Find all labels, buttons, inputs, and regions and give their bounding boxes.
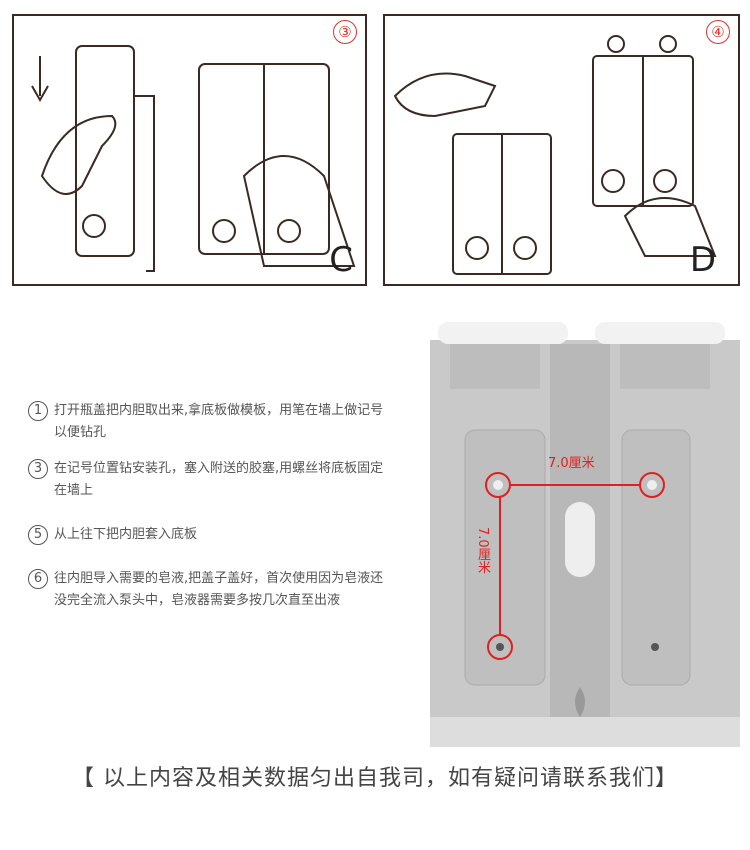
step-circle: 5: [28, 525, 48, 545]
step-number-badge: ③: [333, 20, 357, 44]
step-item: 3 在记号位置钻安装孔，塞入附送的胶塞,用螺丝将底板固定在墙上: [28, 458, 388, 502]
step-circle: 1: [28, 401, 48, 421]
step-text: 往内胆导入需要的皂液,把盖子盖好，首次使用因为皂液还没完全流入泵头中，皂液器需要…: [54, 571, 384, 608]
footer-caption: 【 以上内容及相关数据匀出自我司，如有疑问请联系我们】: [72, 766, 678, 791]
back-plate-photo: 7.0厘米 7.0厘米: [430, 322, 740, 747]
step-circle: 3: [28, 459, 48, 479]
step-circle: 6: [28, 569, 48, 589]
step-text: 从上往下把内胆套入底板: [54, 527, 198, 542]
step-text: 在记号位置钻安装孔，塞入附送的胶塞,用螺丝将底板固定在墙上: [54, 461, 384, 498]
horizontal-dimension-label: 7.0厘米: [548, 456, 595, 471]
step-letter: C: [329, 240, 353, 280]
step-item: 5 从上往下把内胆套入底板: [28, 524, 388, 546]
step-item: 1 打开瓶盖把内胆取出来,拿底板做模板，用笔在墙上做记号以便钻孔: [28, 400, 388, 444]
step-number-badge: ④: [706, 20, 730, 44]
step-letter: D: [689, 240, 716, 280]
instruction-steps: 1 打开瓶盖把内胆取出来,拿底板做模板，用笔在墙上做记号以便钻孔 3 在记号位置钻安…: [28, 400, 388, 626]
vertical-dimension-label: 7.0厘米: [475, 527, 490, 574]
step-text: 打开瓶盖把内胆取出来,拿底板做模板，用笔在墙上做记号以便钻孔: [54, 403, 384, 440]
install-illustration-d: [393, 35, 717, 275]
panel-step-d: ④ D: [383, 14, 740, 286]
install-illustration-c: [31, 45, 356, 272]
back-plate-drawing: [430, 322, 740, 747]
step-item: 6 往内胆导入需要的皂液,把盖子盖好，首次使用因为皂液还没完全流入泵头中，皂液器需…: [28, 568, 388, 612]
panel-step-c: ③ C: [12, 14, 367, 286]
